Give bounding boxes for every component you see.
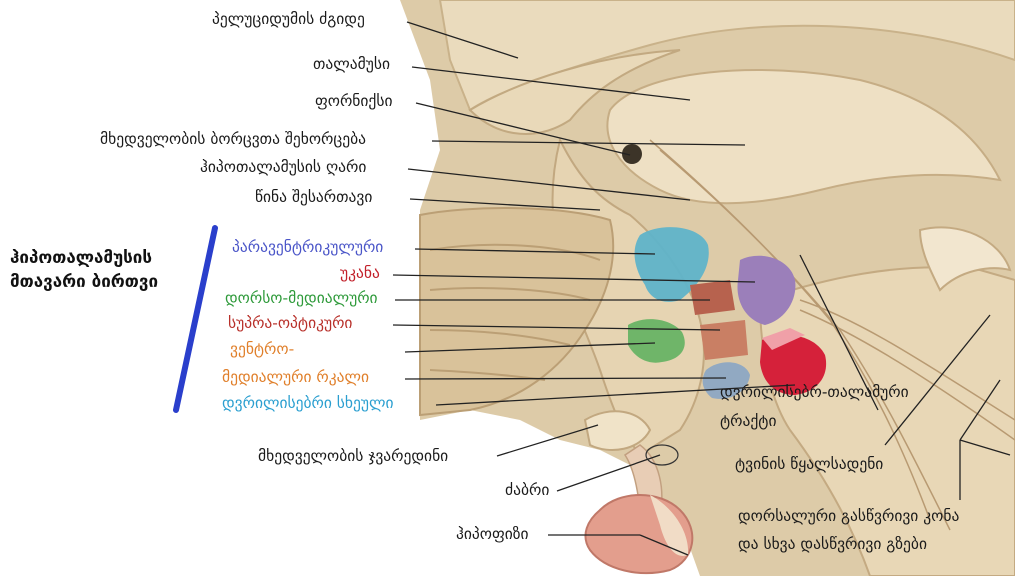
label-paraventricular: პარავენტრიკულური [232,238,383,256]
nuclei-group-heading: ჰიპოთალამუსის მთავარი ბირთვი [10,246,158,294]
label-anterior-commissure: წინა შესართავი [255,188,372,206]
label-ventromedial-1: ვენტრო- [230,340,294,358]
dorsomedial-nucleus [690,280,735,315]
heading-bar [176,228,215,410]
label-mammillothalamic-1: დვრილისებრ-თალამური [720,383,909,401]
label-hypophysis: ჰიპოფიზი [456,525,529,543]
label-optic-chiasm: მხედველობის ჯვარედინი [258,447,448,465]
label-mammillothalamic-2: ტრაქტი [720,412,776,430]
label-dorsomedial: დორსო-მედიალური [225,289,378,307]
ventromedial-nucleus [700,320,748,360]
heading-line-2: მთავარი ბირთვი [10,270,158,294]
label-hypothalamic-sulcus: ჰიპოთალამუსის ღარი [200,158,366,176]
label-pellucidum: პელუციდუმის ძგიდე [212,10,365,28]
label-optic-recess: მხედველობის ბორცვთა შეხორცება [100,130,366,148]
label-dorsal-1: დორსალური გასწვრივი კონა [738,507,959,525]
label-fornix: ფორნიქსი [315,92,393,110]
label-dorsal-2: და სხვა დასწვრივი გზები [738,535,927,553]
label-thalamus: თალამუსი [313,55,390,73]
label-infundibulum: ძაბრი [505,481,549,499]
label-cerebral-aqueduct: ტვინის წყალსადენი [735,455,883,473]
label-supraoptic: სუპრა-ოპტიკური [228,314,352,332]
heading-line-1: ჰიპოთალამუსის [10,246,158,270]
label-posterior: უკანა [340,264,380,282]
label-mammillary: დვრილისებრი სხეული [222,394,393,412]
label-ventromedial-2: მედიალური რკალი [222,368,369,386]
